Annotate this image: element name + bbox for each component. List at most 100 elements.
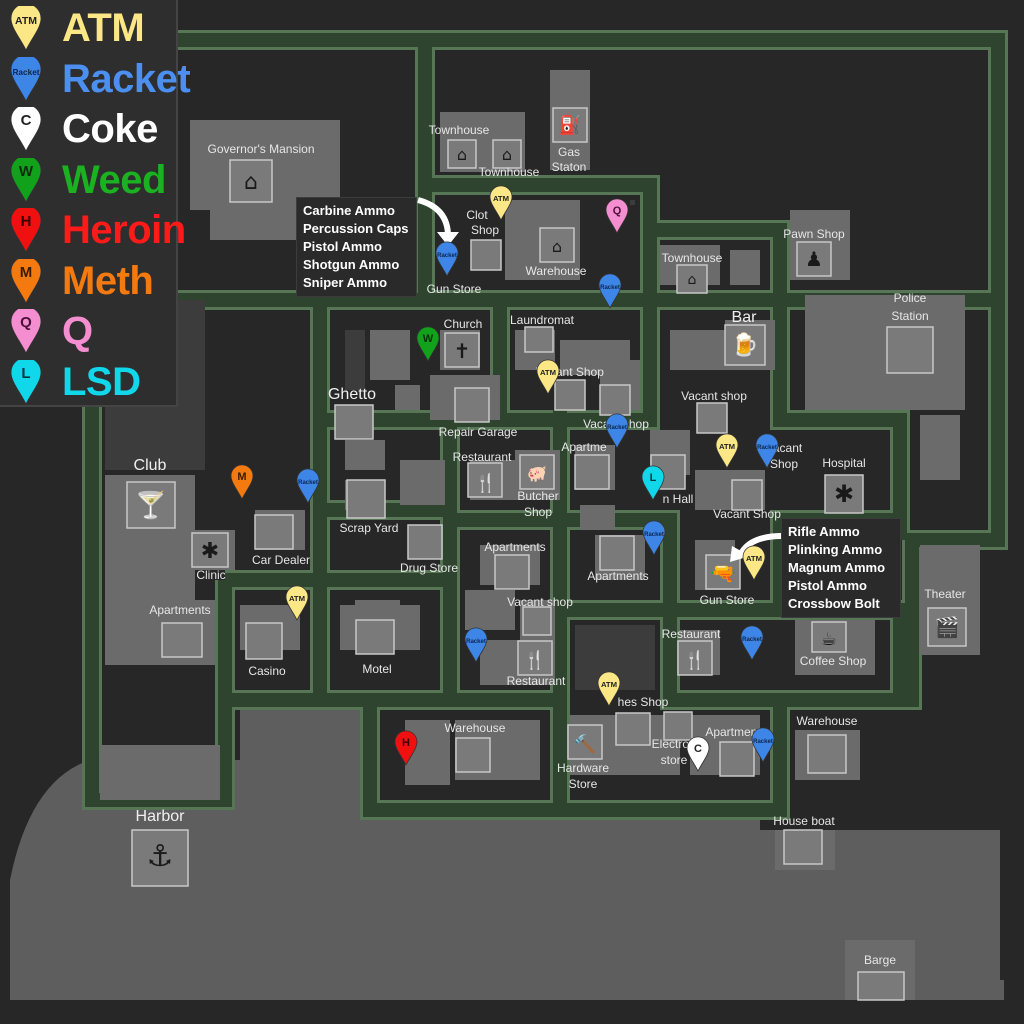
legend-pin[interactable]: W <box>10 157 42 203</box>
governors-mansion-icon[interactable] <box>229 159 273 203</box>
ammo-item: Rifle Ammo <box>788 524 860 539</box>
laundromat-icon[interactable] <box>524 326 554 353</box>
legend-pin[interactable]: Q <box>10 309 42 354</box>
pin-c[interactable]: C <box>686 736 710 772</box>
pin-q[interactable]: Q <box>605 198 629 234</box>
pawn-shop-icon[interactable] <box>796 241 832 277</box>
harbor-icon[interactable] <box>131 829 189 887</box>
house-boat-icon[interactable] <box>783 829 823 865</box>
pin-code: Racket <box>466 639 486 645</box>
pin-atm[interactable]: ATM <box>489 185 513 221</box>
apartments-icon[interactable] <box>574 454 610 490</box>
svg-text:⛽: ⛽ <box>559 114 581 136</box>
motel-icon[interactable] <box>355 619 395 655</box>
pin-code: Racket <box>607 425 627 431</box>
church-icon[interactable] <box>444 332 480 368</box>
pin-l[interactable]: L <box>641 465 665 501</box>
ammo-item: Plinking Ammo <box>788 542 883 557</box>
legend-label: Heroin <box>62 208 186 252</box>
pin-code: H <box>402 737 410 749</box>
label-car-dealer: Car Dealer <box>252 553 310 567</box>
car-dealer-icon[interactable] <box>254 514 294 550</box>
hardware-icon[interactable] <box>567 724 603 760</box>
legend-pin[interactable]: M <box>10 258 42 304</box>
theater-icon[interactable] <box>927 607 967 647</box>
label-clothes-shop: Shop <box>471 223 499 237</box>
label-police: Police <box>894 291 927 305</box>
pin-w[interactable]: W <box>416 326 440 362</box>
pin-atm[interactable]: ATM <box>597 671 621 707</box>
pin-atm[interactable]: ATM <box>742 545 766 581</box>
townhouse-icon[interactable] <box>492 139 522 169</box>
pin-atm[interactable]: ATM <box>285 585 309 621</box>
pin-racket[interactable]: Racket <box>598 273 622 309</box>
pin-racket[interactable]: Racket <box>755 433 779 469</box>
legend-pin[interactable]: L <box>10 359 42 405</box>
legend-label: Meth <box>62 258 154 303</box>
ghetto-icon[interactable] <box>334 404 374 440</box>
gun-icon[interactable] <box>705 554 741 590</box>
pin-code: Racket <box>298 480 318 486</box>
label-town-hall: n Hall <box>663 492 694 506</box>
pin-racket[interactable]: Racket <box>740 625 764 661</box>
apartments-icon[interactable] <box>599 535 635 571</box>
drug-store-icon[interactable] <box>407 524 443 560</box>
clothes-icon[interactable] <box>615 712 651 746</box>
ammo-item: Pistol Ammo <box>788 578 867 593</box>
pin-racket[interactable]: Racket <box>435 241 459 277</box>
legend-pin[interactable]: H <box>10 208 42 253</box>
legend-pin[interactable]: Racket <box>10 56 42 102</box>
bar-icon[interactable] <box>724 324 766 366</box>
townhouse-icon[interactable] <box>676 264 708 294</box>
pin-h[interactable]: H <box>394 730 418 766</box>
scrap-yard-icon[interactable] <box>346 479 386 519</box>
legend-pin[interactable]: C <box>10 107 42 152</box>
gas-station-icon[interactable] <box>552 107 588 143</box>
pin-m[interactable]: M <box>230 464 254 500</box>
ammo-item: Percussion Caps <box>303 221 409 236</box>
warehouse-icon[interactable] <box>455 737 491 773</box>
label-harbor: Harbor <box>136 808 186 825</box>
police-station-icon[interactable] <box>886 326 934 374</box>
vacant-shop-icon[interactable] <box>696 402 728 434</box>
pin-racket[interactable]: Racket <box>605 413 629 449</box>
label-clothes-shop: Clot <box>466 208 488 222</box>
clinic-icon[interactable] <box>191 532 229 568</box>
coffee-icon[interactable] <box>811 621 847 653</box>
warehouse-icon[interactable] <box>539 227 575 263</box>
restaurant-icon[interactable] <box>517 640 553 676</box>
casino-icon[interactable] <box>245 622 283 660</box>
vacant-shop-icon[interactable] <box>731 479 763 511</box>
label-apartments: Apartments <box>705 725 766 739</box>
vacant-shop-icon[interactable] <box>522 606 552 636</box>
pin-code: H <box>21 213 32 230</box>
repair-garage-icon[interactable] <box>454 387 490 423</box>
restaurant-icon[interactable] <box>467 462 503 498</box>
hospital-icon[interactable] <box>824 474 864 514</box>
pin-racket[interactable]: Racket <box>464 627 488 663</box>
pin-racket[interactable]: Racket <box>296 468 320 504</box>
legend-pin[interactable]: ATM <box>10 6 42 51</box>
vacant-shop-icon[interactable] <box>599 384 631 416</box>
electronic-icon[interactable] <box>663 711 693 741</box>
restaurant-icon[interactable] <box>677 640 713 676</box>
club-icon[interactable] <box>126 481 176 529</box>
butcher-icon[interactable] <box>519 454 555 490</box>
clothes-icon[interactable] <box>470 239 502 271</box>
apartments-icon[interactable] <box>719 741 755 777</box>
pin-racket[interactable]: Racket <box>751 727 775 763</box>
label-barge: Barge <box>864 953 896 967</box>
barge-icon[interactable] <box>857 971 905 1001</box>
pin-atm[interactable]: ATM <box>536 359 560 395</box>
townhouse-icon[interactable] <box>447 139 477 169</box>
apartments-icon[interactable] <box>494 554 530 590</box>
warehouse-icon[interactable] <box>807 734 847 774</box>
vacant-shop-icon[interactable] <box>554 379 586 411</box>
pin-racket[interactable]: Racket <box>642 520 666 556</box>
legend-label: LSD <box>62 359 141 404</box>
apartments-icon[interactable] <box>161 622 203 658</box>
pin-atm[interactable]: ATM <box>715 433 739 469</box>
